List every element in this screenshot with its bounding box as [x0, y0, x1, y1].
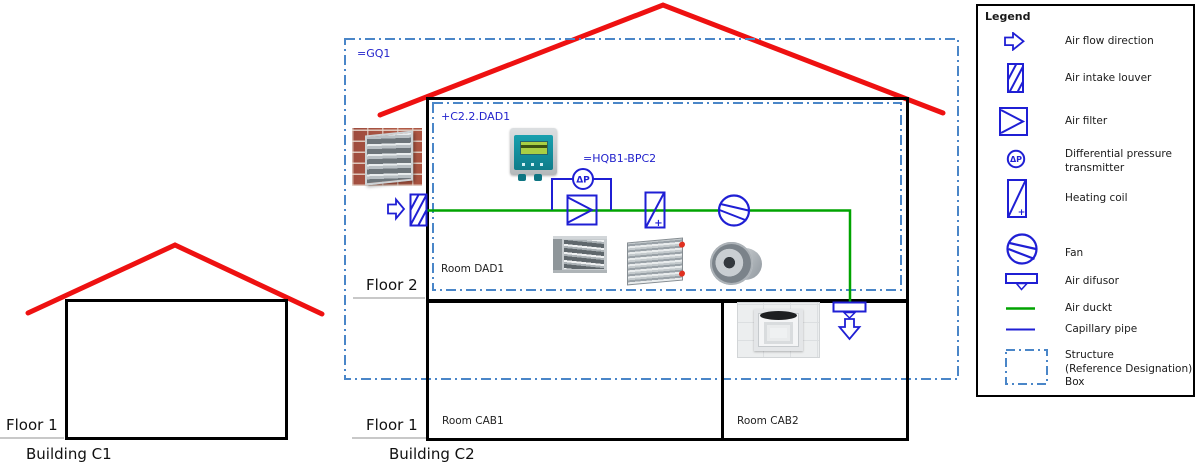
legend-label-difusor: Air difusor — [1065, 275, 1119, 287]
heating-coil-plus-text: + — [654, 218, 662, 229]
transmitter-lcd-graphic — [520, 141, 548, 155]
legend-title: Legend — [985, 10, 1031, 23]
air-louver-unit-photo — [553, 236, 607, 273]
building-c1-floor1-room — [65, 299, 288, 440]
structure-box-icon — [1005, 349, 1048, 385]
dp-transmitter-symbol — [572, 168, 594, 190]
differential-pressure-transmitter-icon: ΔP — [1006, 149, 1026, 169]
fan-icon — [1006, 233, 1038, 265]
legend-panel: Legend Air flow direction Air intake lou… — [976, 4, 1195, 397]
air-filter-icon — [999, 107, 1028, 136]
legend-label-heating-coil: Heating coil — [1065, 192, 1128, 204]
schematic-symbols: ΔP + — [387, 168, 867, 341]
room-cab2-label: Room CAB2 — [737, 415, 799, 427]
legend-label-louver: Air intake louver — [1065, 72, 1152, 84]
gq1-structure-box — [344, 38, 959, 380]
air-outlet-arrow — [837, 318, 862, 341]
legend-coil-plus-text: + — [1018, 208, 1026, 218]
fan-front-graphic — [710, 242, 753, 285]
c2-floor2-underline — [353, 297, 425, 299]
fan-photo — [710, 241, 762, 287]
legend-dp-text: ΔP — [1010, 155, 1022, 164]
legend-label-capillary: Capillary pipe — [1065, 323, 1138, 335]
air-intake-louver-photo — [352, 128, 422, 186]
air-filter-chevron — [567, 196, 595, 224]
heating-coil-photo — [627, 237, 685, 286]
dad1-box-label: +C2.2.DAD1 — [441, 110, 511, 123]
air-difusor-icon — [1005, 273, 1038, 291]
heating-coil-symbol — [644, 191, 666, 229]
legend-label-duct: Air duckt — [1065, 302, 1113, 314]
gq1-label: =GQ1 — [357, 47, 391, 60]
louver-slats-graphic — [365, 130, 413, 186]
air-difusor-symbol — [832, 301, 867, 313]
building-c2-roof — [377, 2, 946, 118]
air-flow-arrow — [387, 197, 406, 221]
ceiling-difusor-photo — [737, 302, 820, 358]
roof-lines — [25, 2, 946, 317]
transmitter-face-graphic — [514, 135, 553, 170]
fan-blade-line-1 — [720, 203, 749, 212]
transmitter-gland-graphic — [534, 174, 542, 181]
air-filter-symbol — [566, 194, 598, 226]
dad1-structure-box — [432, 102, 902, 291]
legend-label-dp-transmitter: Differential pressure transmitter — [1065, 148, 1172, 174]
bpc2-label: =HQB1-BPC2 — [583, 152, 657, 165]
transmitter-buttons-graphic — [522, 163, 544, 166]
fan-blade-line-2 — [719, 209, 747, 222]
dp-symbol-text: ΔP — [576, 176, 590, 186]
air-flow-direction-icon — [1004, 32, 1025, 51]
heating-coil-icon: + — [1007, 179, 1027, 218]
legend-label-air-flow: Air flow direction — [1065, 35, 1154, 47]
c2-floor2-label: Floor 2 — [366, 276, 418, 294]
building-c1-name-label: Building C1 — [26, 445, 112, 463]
legend-label-structure-box: Structure (Reference Designation) Box — [1065, 349, 1193, 388]
c1-floor1-underline — [0, 437, 64, 439]
c2-floor1-label: Floor 1 — [366, 416, 418, 434]
building-c2-name-label: Building C2 — [389, 445, 475, 463]
air-difusor-triangle — [842, 311, 857, 320]
capillary-pipe-icon — [1006, 328, 1035, 331]
room-cab2-outline — [721, 300, 909, 441]
air-duct-icon — [1006, 307, 1035, 310]
legend-label-filter: Air filter — [1065, 115, 1108, 127]
c1-floor1-label: Floor 1 — [6, 416, 58, 434]
transmitter-gland-graphic — [518, 174, 526, 181]
structure-boxes — [344, 38, 959, 380]
legend-label-fan: Fan — [1065, 247, 1084, 259]
room-cab1-label: Room CAB1 — [442, 415, 504, 427]
difusor-center-graphic — [764, 322, 793, 344]
room-dad1-label: Room DAD1 — [441, 263, 505, 275]
dp-transmitter-photo — [510, 128, 557, 181]
difusor-vent-graphic — [760, 311, 797, 320]
building-c1-roof — [25, 242, 325, 317]
damper-slats-graphic — [564, 240, 604, 269]
louver-hatch — [410, 194, 427, 226]
air-intake-louver-icon — [1007, 63, 1024, 93]
heating-coil-diagonal — [645, 192, 665, 228]
c2-floor1-underline — [352, 437, 426, 439]
